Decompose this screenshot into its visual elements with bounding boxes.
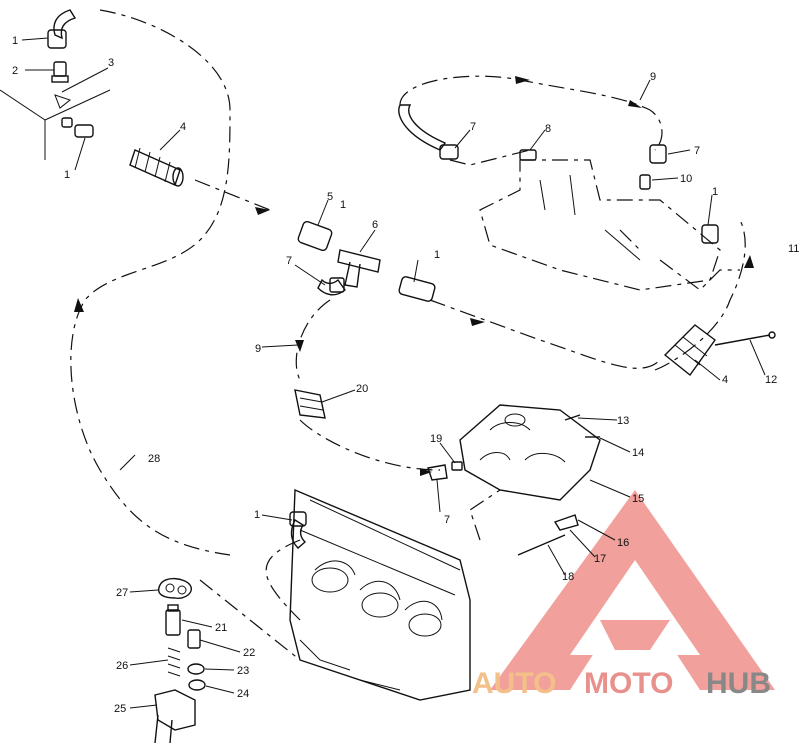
part-tee-6 xyxy=(337,249,381,288)
watermark-logo xyxy=(490,490,775,690)
routing-arrows xyxy=(74,76,754,476)
callout-14: 14 xyxy=(632,447,644,459)
part-gasket-27 xyxy=(158,577,192,600)
watermark-text-auto: AUTO xyxy=(472,667,556,700)
callout-1: 1 xyxy=(64,169,70,181)
callout-4: 4 xyxy=(180,121,186,133)
callout-2: 2 xyxy=(12,65,18,77)
callout-1: 1 xyxy=(12,35,18,47)
part-sensor-21 xyxy=(165,604,181,636)
part-hose-1-lower xyxy=(289,511,307,549)
callout-15: 15 xyxy=(632,493,644,505)
callout-1: 1 xyxy=(254,509,260,521)
part-spring-26 xyxy=(167,647,181,677)
part-hose-20 xyxy=(294,389,326,419)
part-washer-24 xyxy=(188,679,206,691)
part-fitting-7-right xyxy=(649,144,667,164)
part-fitting-1-right xyxy=(701,224,719,244)
part-bolt-18 xyxy=(517,514,579,556)
callout-27: 27 xyxy=(116,587,128,599)
part-bellows-4 xyxy=(129,147,184,187)
part-hose-9-top xyxy=(398,104,459,160)
part-screw-13 xyxy=(564,414,581,421)
part-bellows-4-right xyxy=(663,324,716,377)
watermark-text-hub: HUB xyxy=(706,667,771,700)
callout-21: 21 xyxy=(215,622,227,634)
callout-13: 13 xyxy=(617,415,629,427)
part-clip-7 xyxy=(427,464,448,481)
callout-1: 1 xyxy=(340,199,346,211)
callout-19: 19 xyxy=(430,433,442,445)
part-manifold-15 xyxy=(459,404,601,501)
part-fitting-10 xyxy=(639,174,651,190)
callout-25: 25 xyxy=(114,703,126,715)
callout-12: 12 xyxy=(765,374,777,386)
callout-3: 3 xyxy=(108,57,114,69)
callout-17: 17 xyxy=(594,553,606,565)
callout-8: 8 xyxy=(545,123,551,135)
part-housing-25 xyxy=(154,689,196,743)
callout-7: 7 xyxy=(470,121,476,133)
callout-1: 1 xyxy=(712,186,718,198)
callout-5: 5 xyxy=(327,191,333,203)
leader-lines xyxy=(21,37,766,709)
part-hose-1-center xyxy=(398,276,436,302)
part-hose-7-center xyxy=(317,277,346,296)
callout-24: 24 xyxy=(237,688,249,700)
callout-26: 26 xyxy=(116,660,128,672)
part-fitting-2 xyxy=(51,61,69,83)
callout-9: 9 xyxy=(255,343,261,355)
callout-22: 22 xyxy=(243,647,255,659)
callout-23: 23 xyxy=(237,665,249,677)
callout-labels: 1 2 3 4 1 9 7 8 7 10 5 1 6 1 11 7 1 9 4 … xyxy=(12,35,799,715)
callout-28: 28 xyxy=(148,453,160,465)
part-washer-23 xyxy=(187,663,205,675)
part-bolt-22 xyxy=(187,629,201,649)
watermark-text-moto: MOTO xyxy=(584,667,673,700)
callout-6: 6 xyxy=(372,219,378,231)
callout-10: 10 xyxy=(680,173,692,185)
part-vent-hose-1 xyxy=(47,9,77,49)
callout-7: 7 xyxy=(694,145,700,157)
part-tube-1 xyxy=(61,117,94,138)
watermark-triangle-inner xyxy=(570,560,700,655)
callout-11: 11 xyxy=(788,243,799,255)
part-engine-block xyxy=(289,488,471,701)
callout-20: 20 xyxy=(356,383,368,395)
callout-18: 18 xyxy=(562,571,574,583)
callout-7: 7 xyxy=(444,514,450,526)
part-bracket-3 xyxy=(0,89,111,160)
callout-9: 9 xyxy=(650,71,656,83)
part-fitting-19 xyxy=(451,461,463,471)
callout-7: 7 xyxy=(286,255,292,267)
part-manifold-top xyxy=(479,159,721,291)
part-hose-5 xyxy=(297,220,333,252)
watermark-text: AUTO MOTO HUB xyxy=(472,667,771,700)
watermark-g-shape xyxy=(600,620,670,650)
callout-1: 1 xyxy=(434,249,440,261)
callout-16: 16 xyxy=(617,537,629,549)
callout-4: 4 xyxy=(722,374,728,386)
part-probe-12 xyxy=(714,331,776,346)
